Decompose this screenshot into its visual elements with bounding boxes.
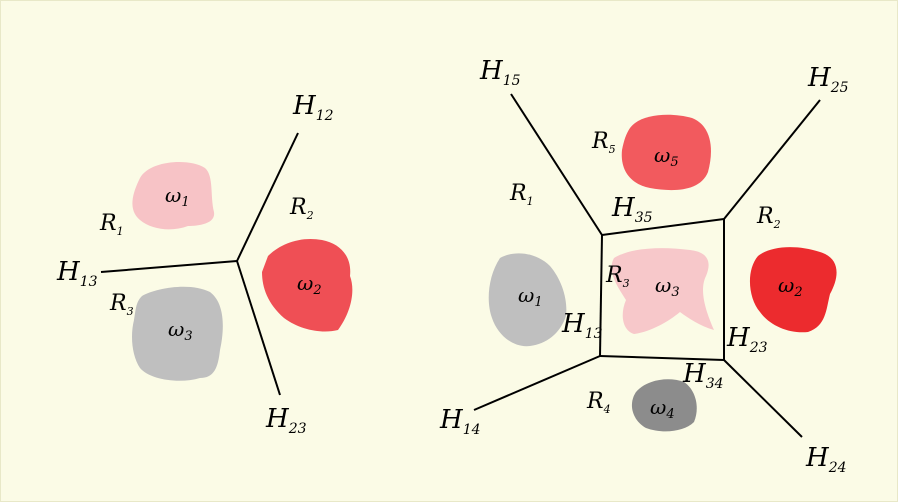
right-blob-w3 [611, 248, 714, 334]
left-region-R1: R1 [99, 211, 124, 238]
right-label-H34: H34 [682, 359, 724, 392]
left-blob-w3 [132, 286, 223, 381]
right-blob-w1 [488, 253, 567, 347]
right-label-H25: H25 [807, 63, 849, 96]
right-line-H34 [599, 355, 725, 361]
right-class-w5: ω5 [654, 143, 679, 170]
left-line-H13 [100, 260, 238, 273]
right-line-H24 [723, 359, 803, 438]
left-label-H12: H12 [292, 91, 334, 124]
left-region-R2: R2 [289, 195, 314, 222]
right-label-H15: H15 [479, 56, 521, 89]
right-region-R2: R2 [756, 204, 781, 231]
right-class-w1: ω1 [518, 283, 543, 310]
right-line-H15 [510, 93, 603, 236]
right-line-H13 [599, 234, 603, 357]
left-diagram: H12 H13 H23 R1 R2 R3 ω1 ω2 ω3 [56, 91, 353, 437]
right-class-w4: ω4 [650, 395, 675, 422]
left-label-H23: H23 [265, 404, 307, 437]
right-region-R5: R5 [591, 129, 616, 156]
right-label-H24: H24 [805, 443, 847, 476]
left-region-R3: R3 [109, 291, 134, 318]
right-region-R3: R3 [605, 263, 630, 290]
right-label-H13: H13 [561, 309, 603, 342]
right-blob-w2 [749, 247, 837, 333]
left-line-H12 [236, 132, 299, 262]
left-blob-w2 [262, 238, 353, 332]
right-blob-w5 [621, 114, 711, 191]
right-diagram: H15 H25 H35 H13 H23 H34 H14 H24 R5 R1 [439, 56, 849, 476]
right-class-w3: ω3 [655, 273, 680, 300]
right-line-H25 [723, 99, 821, 220]
right-label-H35: H35 [611, 193, 653, 226]
left-blob-w1 [132, 162, 215, 230]
right-label-H14: H14 [439, 405, 481, 438]
right-class-w2: ω2 [778, 273, 803, 300]
left-class-w3: ω3 [168, 317, 193, 344]
right-region-R4: R4 [586, 389, 611, 416]
right-line-H14 [473, 355, 601, 411]
left-line-H23 [236, 260, 281, 396]
left-class-w2: ω2 [297, 271, 322, 298]
right-blob-w4 [631, 379, 697, 432]
left-label-H13: H13 [56, 257, 98, 290]
right-region-R1: R1 [509, 181, 534, 208]
right-line-H35 [601, 218, 725, 236]
right-label-H23: H23 [726, 323, 768, 356]
left-class-w1: ω1 [165, 183, 190, 210]
